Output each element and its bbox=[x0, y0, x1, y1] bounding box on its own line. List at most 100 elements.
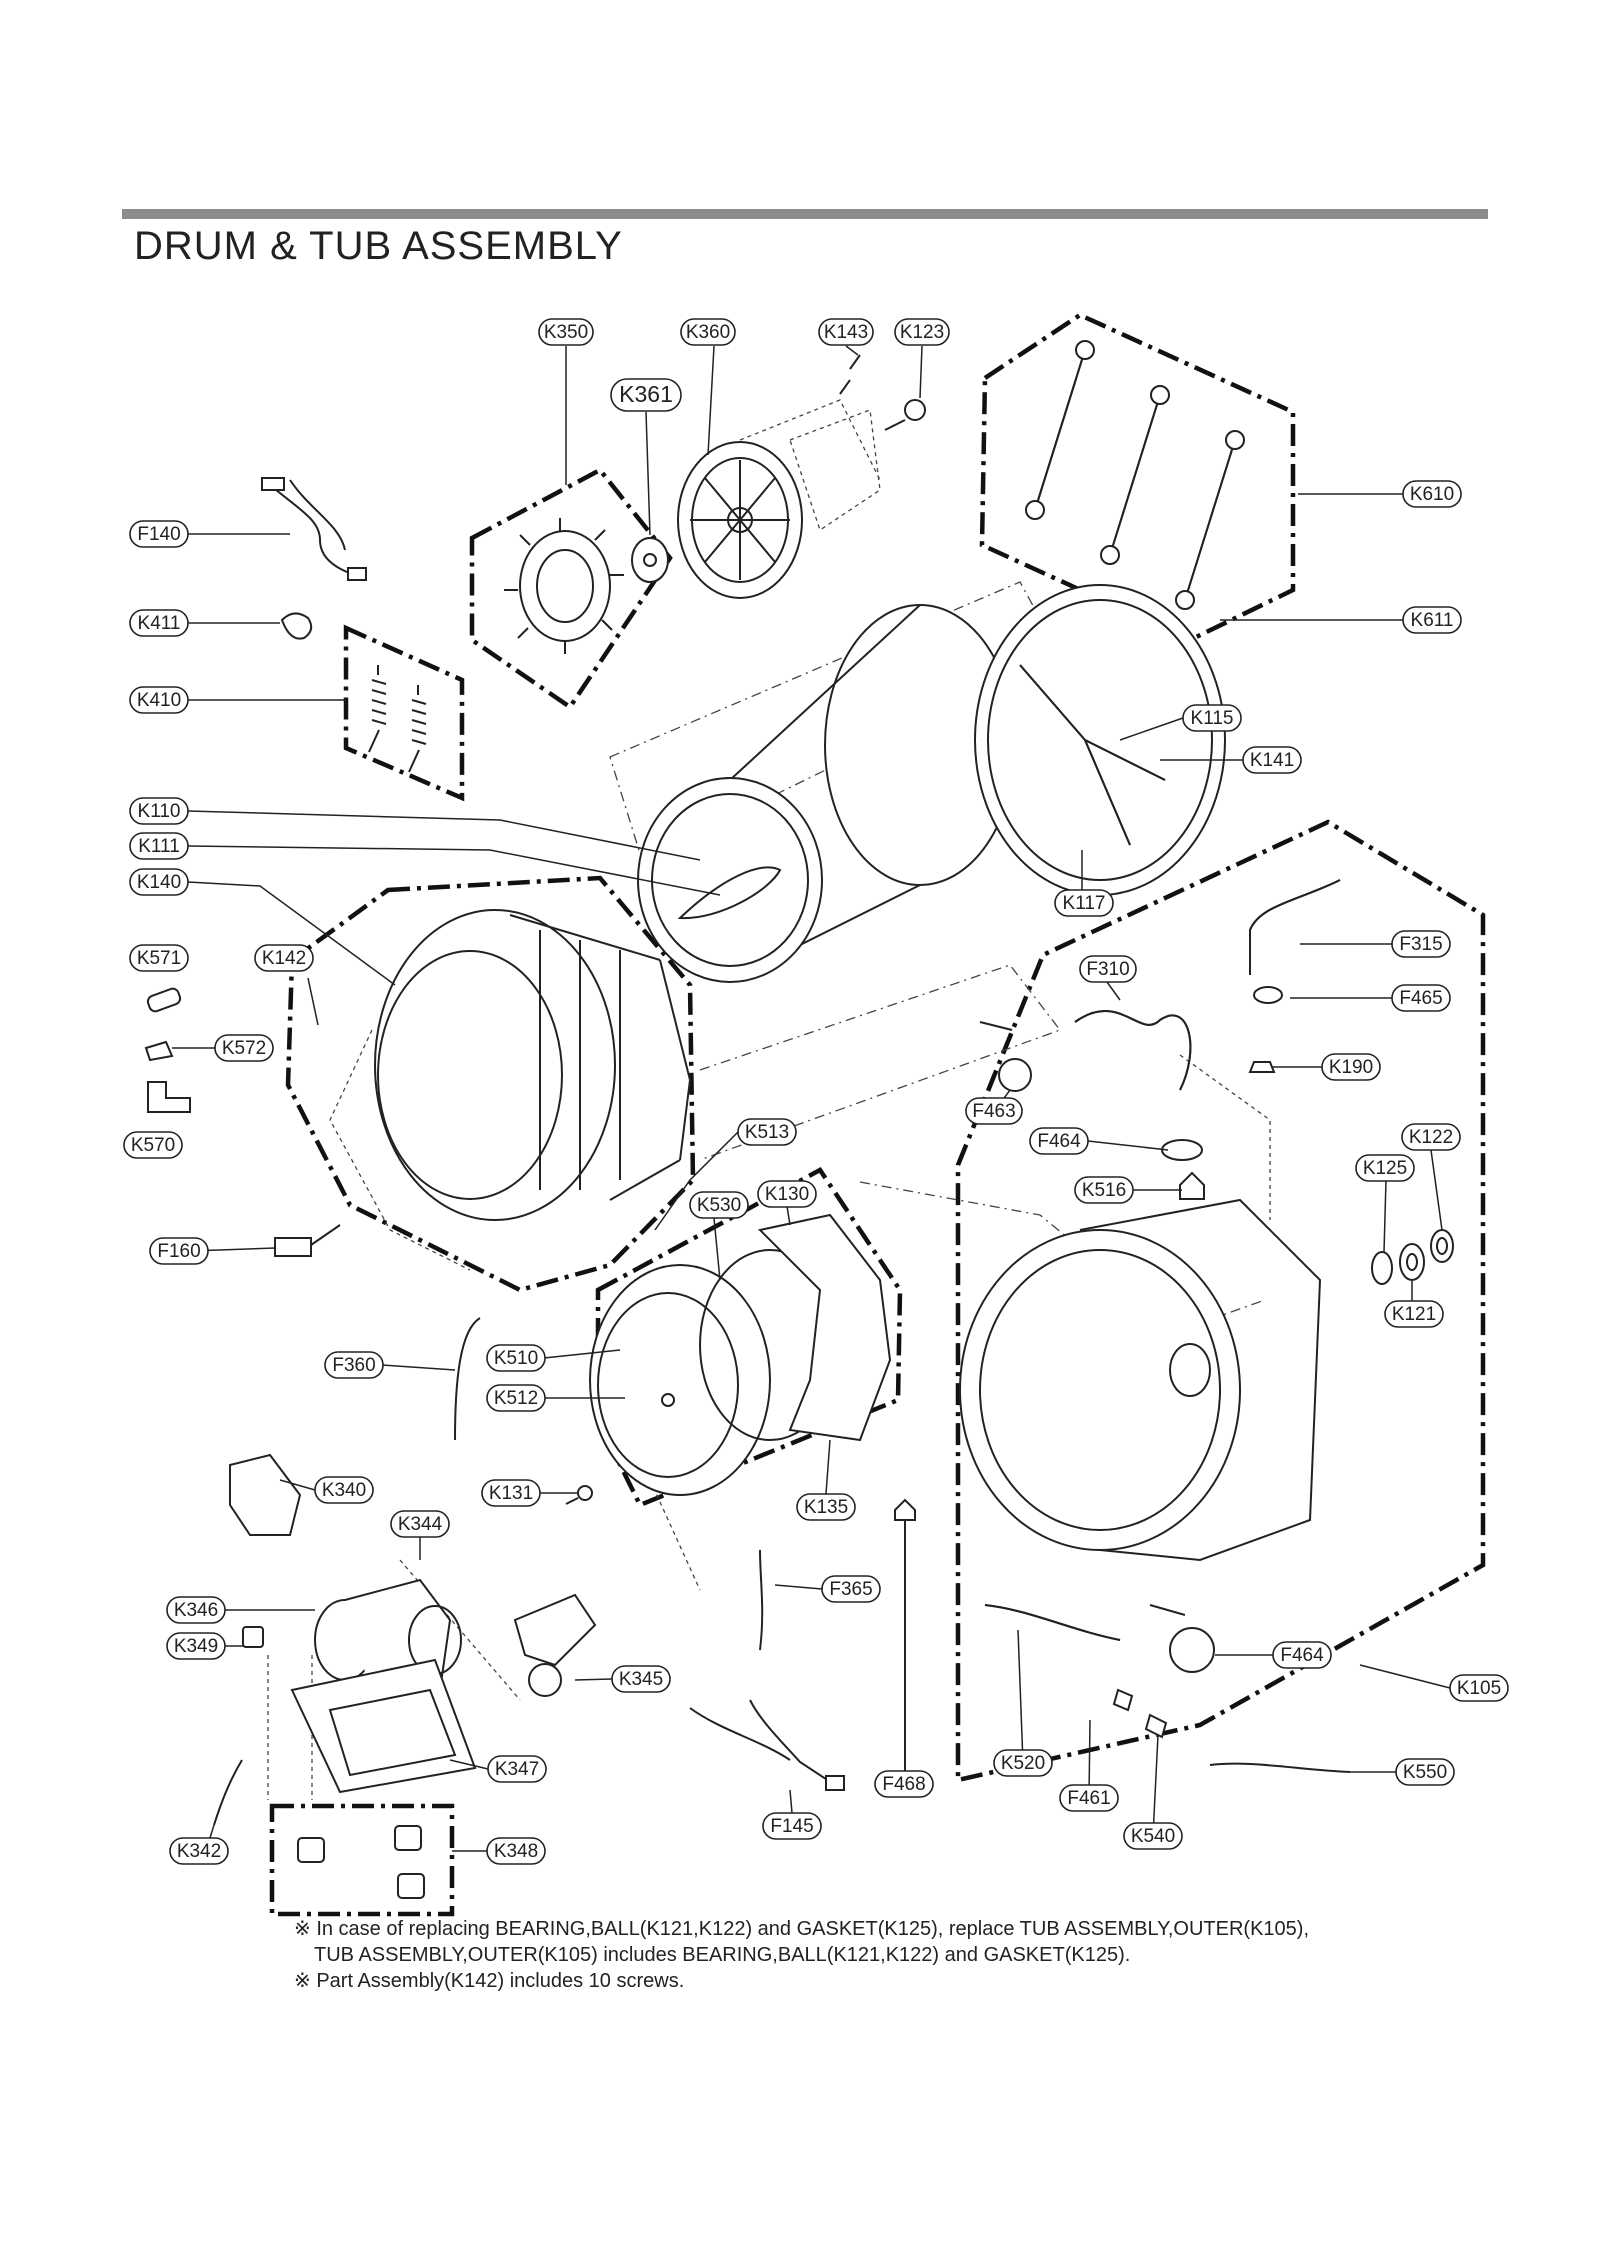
spring-part bbox=[368, 665, 387, 753]
svg-text:K123: K123 bbox=[900, 322, 944, 343]
svg-text:F463: F463 bbox=[972, 1101, 1015, 1122]
svg-text:F360: F360 bbox=[332, 1355, 375, 1376]
callout-k110: K110 bbox=[129, 797, 189, 825]
spring-group-boundary bbox=[343, 624, 465, 802]
callout-k513: K513 bbox=[737, 1118, 797, 1146]
svg-text:K540: K540 bbox=[1131, 1826, 1175, 1847]
svg-text:K344: K344 bbox=[398, 1514, 443, 1535]
leader-line bbox=[187, 881, 396, 986]
svg-text:K570: K570 bbox=[131, 1135, 175, 1156]
spring-part bbox=[408, 685, 427, 773]
damper-part bbox=[1025, 340, 1095, 520]
callout-k347: K347 bbox=[487, 1755, 547, 1783]
leader-line bbox=[381, 1364, 456, 1371]
callout-k143: K143 bbox=[818, 318, 874, 346]
tub-back-group-boundary bbox=[955, 819, 1486, 1783]
guide-line bbox=[329, 1029, 471, 1271]
svg-text:K122: K122 bbox=[1409, 1127, 1453, 1148]
svg-text:K349: K349 bbox=[174, 1636, 218, 1657]
leader-line bbox=[645, 411, 651, 536]
callout-k610: K610 bbox=[1402, 480, 1462, 508]
filter-part bbox=[394, 1825, 422, 1851]
svg-text:K117: K117 bbox=[1063, 893, 1106, 914]
bolt-part bbox=[839, 354, 861, 395]
leader-line bbox=[774, 1584, 823, 1590]
svg-text:K411: K411 bbox=[138, 613, 181, 634]
callout-k348: K348 bbox=[486, 1837, 546, 1865]
callout-f315: F315 bbox=[1391, 930, 1451, 958]
rotor-hub-part bbox=[631, 537, 669, 583]
svg-text:K190: K190 bbox=[1329, 1057, 1373, 1078]
svg-text:K105: K105 bbox=[1457, 1678, 1501, 1699]
footnote-line: ※ In case of replacing BEARING,BALL(K121… bbox=[294, 1918, 1310, 1940]
callout-k570: K570 bbox=[123, 1131, 183, 1159]
leader-line bbox=[713, 1217, 721, 1281]
callout-k121: K121 bbox=[1384, 1300, 1444, 1328]
guide-line bbox=[399, 1559, 521, 1701]
header-rule bbox=[122, 209, 1488, 219]
leader-line bbox=[707, 345, 715, 456]
drum-back-part bbox=[974, 584, 1226, 896]
leader-line bbox=[654, 1131, 739, 1231]
filter-part bbox=[397, 1873, 425, 1899]
callout-f140: F140 bbox=[129, 520, 189, 548]
svg-text:K115: K115 bbox=[1191, 708, 1234, 729]
svg-text:K512: K512 bbox=[494, 1388, 538, 1409]
drum-part bbox=[637, 604, 1016, 983]
callout-k140: K140 bbox=[129, 868, 189, 896]
svg-text:K121: K121 bbox=[1392, 1304, 1436, 1325]
svg-text:K520: K520 bbox=[1001, 1753, 1045, 1774]
svg-text:K142: K142 bbox=[262, 948, 306, 969]
elbow-part bbox=[147, 1081, 191, 1113]
svg-text:K135: K135 bbox=[804, 1497, 848, 1518]
wire-part bbox=[213, 1759, 243, 1826]
svg-text:K342: K342 bbox=[177, 1841, 221, 1862]
sensor-part bbox=[894, 1498, 916, 1521]
svg-text:F140: F140 bbox=[137, 524, 180, 545]
svg-text:K110: K110 bbox=[138, 801, 181, 822]
callout-f160: F160 bbox=[149, 1237, 209, 1265]
svg-text:K347: K347 bbox=[495, 1759, 539, 1780]
pump-motor-part bbox=[229, 1453, 302, 1536]
valve-part bbox=[1248, 1061, 1276, 1073]
callout-k360: K360 bbox=[680, 318, 736, 346]
svg-text:K510: K510 bbox=[494, 1348, 538, 1369]
callout-f463: F463 bbox=[965, 1097, 1023, 1125]
connector-part bbox=[261, 477, 285, 491]
callout-k111: K111 bbox=[129, 832, 189, 860]
hose-part bbox=[1249, 879, 1341, 975]
svg-text:K346: K346 bbox=[174, 1600, 218, 1621]
leader-line bbox=[1119, 717, 1184, 741]
svg-text:K111: K111 bbox=[138, 836, 180, 857]
callout-k141: K141 bbox=[1242, 746, 1302, 774]
callout-f365: F365 bbox=[821, 1575, 881, 1603]
leader-line bbox=[449, 1759, 489, 1770]
callout-k512: K512 bbox=[486, 1384, 546, 1412]
callout-k342: K342 bbox=[169, 1837, 229, 1865]
svg-text:K611: K611 bbox=[1411, 610, 1454, 631]
guide-line bbox=[1179, 1054, 1271, 1220]
callout-f310: F310 bbox=[1079, 955, 1137, 983]
callout-k135: K135 bbox=[796, 1493, 856, 1521]
callout-k571: K571 bbox=[129, 944, 189, 972]
callout-k410: K410 bbox=[129, 686, 189, 714]
svg-text:F365: F365 bbox=[829, 1579, 872, 1600]
leader-line bbox=[789, 1789, 793, 1814]
svg-text:F315: F315 bbox=[1399, 934, 1442, 955]
callout-k510: K510 bbox=[486, 1344, 546, 1372]
svg-text:K340: K340 bbox=[322, 1480, 366, 1501]
callout-f145: F145 bbox=[762, 1812, 822, 1840]
leader-line bbox=[574, 1678, 613, 1681]
svg-text:F145: F145 bbox=[770, 1816, 813, 1837]
footnotes: ※ In case of replacing BEARING,BALL(K121… bbox=[294, 1916, 1309, 1994]
leader-line bbox=[1106, 981, 1121, 1001]
svg-text:K530: K530 bbox=[697, 1195, 741, 1216]
hose-part bbox=[1074, 1010, 1192, 1091]
base-plate-part bbox=[290, 1658, 477, 1794]
svg-text:K125: K125 bbox=[1363, 1158, 1407, 1179]
cap-part bbox=[144, 1040, 174, 1062]
leader-line bbox=[187, 810, 701, 861]
hose-part bbox=[1249, 879, 1341, 975]
callout-k411: K411 bbox=[129, 609, 189, 637]
bearing-part bbox=[1430, 1229, 1454, 1263]
